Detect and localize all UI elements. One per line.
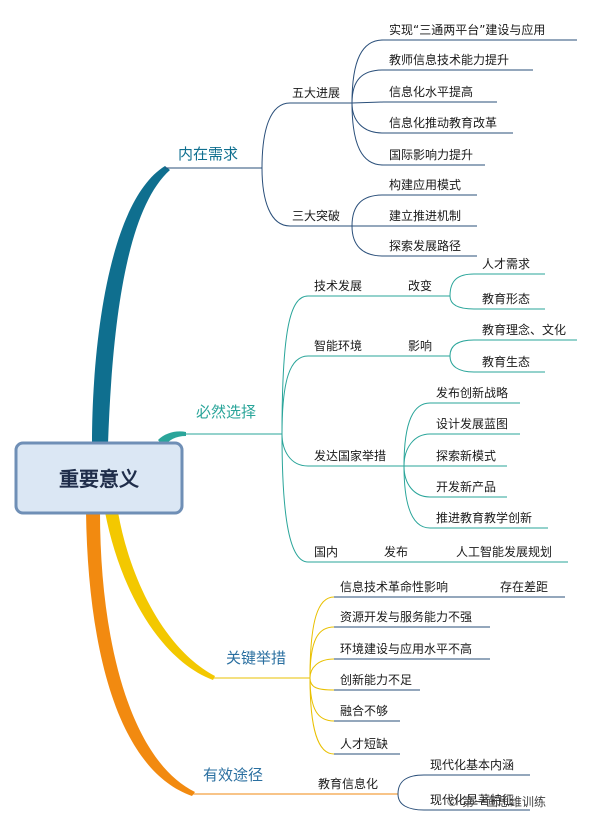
root-node-box bbox=[14, 441, 184, 515]
item-modernization-feature: 现代化显著特征 bbox=[430, 792, 514, 807]
item-international-influence: 国际影响力提升 bbox=[389, 147, 473, 162]
branch-inner-need: 内在需求 bbox=[178, 145, 238, 163]
item-build-application-model: 构建应用模式 bbox=[389, 177, 461, 192]
branch-ribbon-blue bbox=[92, 166, 170, 444]
branch-inevitable-choice: 必然选择 bbox=[196, 403, 256, 421]
item-education-concept-culture: 教育理念、文化 bbox=[482, 322, 566, 337]
item-innovation-strategy: 发布创新战略 bbox=[436, 385, 508, 400]
group-developed-countries: 发达国家举措 bbox=[314, 448, 386, 463]
group-education-informatization: 教育信息化 bbox=[318, 776, 378, 791]
item-development-blueprint: 设计发展蓝图 bbox=[436, 416, 508, 431]
item-talent-demand: 人才需求 bbox=[482, 257, 530, 271]
item-establish-mechanism: 建立推进机制 bbox=[389, 208, 461, 223]
item-teacher-it-ability: 教师信息技术能力提升 bbox=[389, 52, 509, 67]
branch-effective-path: 有效途径 bbox=[203, 766, 263, 784]
item-it-revolution: 信息技术革命性影响 bbox=[340, 579, 448, 594]
item-modernization-connotation: 现代化基本内涵 bbox=[430, 758, 514, 772]
mid-change: 改变 bbox=[408, 278, 432, 293]
group-tech-development: 技术发展 bbox=[314, 278, 362, 293]
item-education-reform: 信息化推动教育改革 bbox=[389, 115, 497, 130]
mid-influence: 影响 bbox=[408, 338, 432, 353]
item-teaching-innovation: 推进教育教学创新 bbox=[436, 510, 532, 525]
group-three-breakthroughs: 三大突破 bbox=[292, 208, 340, 223]
item-new-model: 探索新模式 bbox=[436, 448, 496, 463]
group-smart-environment: 智能环境 bbox=[314, 338, 362, 353]
item-new-product: 开发新产品 bbox=[436, 479, 496, 494]
branch-ribbon-yellow bbox=[105, 512, 215, 680]
mid-publish: 发布 bbox=[384, 544, 408, 559]
root-node-label: 重要意义 bbox=[59, 467, 139, 491]
item-talent-shortage: 人才短缺 bbox=[340, 736, 388, 751]
item-gap-exists: 存在差距 bbox=[500, 580, 548, 594]
branch-key-measures: 关键举措 bbox=[226, 649, 286, 667]
item-education-ecology: 教育生态 bbox=[482, 354, 530, 369]
item-integration-insufficient: 融合不够 bbox=[340, 703, 388, 718]
item-environment-building: 环境建设与应用水平不高 bbox=[340, 641, 472, 656]
item-innovation-insufficient: 创新能力不足 bbox=[340, 672, 412, 687]
item-education-form: 教育形态 bbox=[482, 291, 530, 306]
item-three-links-two-platforms: 实现“三通两平台”建设与应用 bbox=[389, 22, 545, 37]
group-five-progress: 五大进展 bbox=[292, 86, 340, 100]
item-resource-development: 资源开发与服务能力不强 bbox=[340, 609, 472, 624]
group-domestic: 国内 bbox=[314, 545, 338, 559]
item-ai-plan: 人工智能发展规划 bbox=[456, 544, 552, 559]
item-explore-path: 探索发展路径 bbox=[389, 238, 461, 253]
watermark-text: 第一画思维训练 bbox=[462, 794, 546, 809]
item-informatization-level: 信息化水平提高 bbox=[389, 84, 473, 99]
wechat-icon: ✆ bbox=[447, 795, 457, 809]
branch-ribbon-orange bbox=[86, 512, 195, 796]
